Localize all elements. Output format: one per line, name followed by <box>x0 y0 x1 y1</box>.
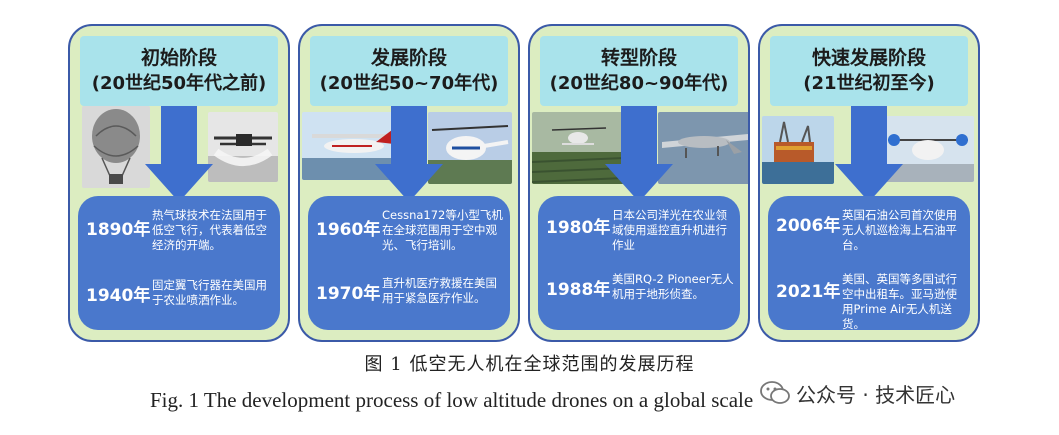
event-box: 1890年 热气球技术在法国用于低空飞行，代表着低空经济的开端。 1940年 固… <box>78 196 280 330</box>
crop-duster-photo <box>208 112 278 182</box>
event-text: 美国RQ-2 Pioneer无人机用于地形侦查。 <box>612 272 734 301</box>
stage-title: 初始阶段 <box>140 47 217 69</box>
down-arrow-icon <box>605 106 673 202</box>
event-item: 1980年 日本公司洋光在农业领域使用遥控直升机进行作业 <box>546 208 734 253</box>
watermark-text: 公众号 · 技术匠心 <box>796 382 956 407</box>
event-text: 直升机医疗救援在美国用于紧急医疗作业。 <box>382 276 497 305</box>
event-year: 2006年 <box>776 216 841 236</box>
stage-period: (20世纪80~90年代) <box>549 73 729 94</box>
event-text: 英国石油公司首次使用无人机巡检海上石油平台。 <box>842 208 957 252</box>
figure-caption-chinese: 图 1 低空无人机在全球范围的发展历程 <box>364 354 695 375</box>
stage-panel-development: 发展阶段 (20世纪50~70年代) 1960年 Cessna172等小型飞机在 <box>298 24 520 342</box>
event-year: 1960年 <box>316 220 381 240</box>
wechat-icon <box>760 381 790 404</box>
stage-header: 初始阶段 (20世纪50年代之前) <box>80 36 278 106</box>
stage-title: 发展阶段 <box>370 47 447 69</box>
stage-header: 转型阶段 (20世纪80~90年代) <box>540 36 738 106</box>
stage-period: (20世纪50~70年代) <box>319 73 499 94</box>
event-box: 1980年 日本公司洋光在农业领域使用遥控直升机进行作业 1988年 美国RQ-… <box>538 196 740 330</box>
stage-panel-transition: 转型阶段 (20世纪80~90年代) 1980年 日本公司洋光在农业领域使用遥控… <box>528 24 750 342</box>
stage-header: 快速发展阶段 (21世纪初至今) <box>770 36 968 106</box>
event-item: 1940年 固定翼飞行器在美国用于农业喷洒作业。 <box>86 278 274 308</box>
stage-panel-initial: 初始阶段 (20世纪50年代之前) 1890年 热气球技术在法国用于低空飞行，代… <box>68 24 290 342</box>
offshore-platform-photo <box>762 116 834 184</box>
passenger-drone-photo <box>882 116 974 182</box>
watermark: 公众号 · 技术匠心 <box>760 376 955 410</box>
event-item: 1960年 Cessna172等小型飞机在全球范围用于空中观光、飞行培训。 <box>316 208 504 253</box>
hot-air-balloon-photo <box>82 106 150 188</box>
event-item: 2021年 美国、英国等多国试行空中出租车。亚马逊使用Prime Air无人机送… <box>776 272 964 332</box>
down-arrow-icon <box>835 106 903 202</box>
event-text: 热气球技术在法国用于低空飞行，代表着低空经济的开端。 <box>152 208 267 252</box>
event-year: 1890年 <box>86 220 151 240</box>
event-year: 1988年 <box>546 280 611 300</box>
stage-period: (21世纪初至今) <box>803 73 935 94</box>
event-item: 1988年 美国RQ-2 Pioneer无人机用于地形侦查。 <box>546 272 734 302</box>
event-box: 2006年 英国石油公司首次使用无人机巡检海上石油平台。 2021年 美国、英国… <box>768 196 970 332</box>
stage-title: 转型阶段 <box>600 47 677 69</box>
event-text: 固定翼飞行器在美国用于农业喷洒作业。 <box>152 278 267 307</box>
event-year: 2021年 <box>776 282 841 302</box>
military-drone-photo <box>658 112 748 184</box>
event-item: 1970年 直升机医疗救援在美国用于紧急医疗作业。 <box>316 276 504 306</box>
event-text: 日本公司洋光在农业领域使用遥控直升机进行作业 <box>612 208 727 252</box>
stage-panel-rapid-growth: 快速发展阶段 (21世纪初至今) 2006年 英国石油公司首次使用无人机巡检海上… <box>758 24 980 342</box>
event-year: 1980年 <box>546 218 611 238</box>
event-year: 1940年 <box>86 286 151 306</box>
event-item: 2006年 英国石油公司首次使用无人机巡检海上石油平台。 <box>776 208 964 253</box>
event-box: 1960年 Cessna172等小型飞机在全球范围用于空中观光、飞行培训。 19… <box>308 196 510 330</box>
down-arrow-icon <box>375 106 443 202</box>
event-text: 美国、英国等多国试行空中出租车。亚马逊使用Prime Air无人机送货。 <box>842 272 957 331</box>
stage-header: 发展阶段 (20世纪50~70年代) <box>310 36 508 106</box>
stage-title: 快速发展阶段 <box>811 47 926 69</box>
figure-caption-english: Fig. 1 The development process of low al… <box>150 388 754 412</box>
event-text: Cessna172等小型飞机在全球范围用于空中观光、飞行培训。 <box>382 208 503 252</box>
stage-period: (20世纪50年代之前) <box>91 73 267 94</box>
event-item: 1890年 热气球技术在法国用于低空飞行，代表着低空经济的开端。 <box>86 208 274 253</box>
event-year: 1970年 <box>316 284 381 304</box>
agricultural-helicopter-photo <box>532 112 624 184</box>
down-arrow-icon <box>145 106 213 202</box>
